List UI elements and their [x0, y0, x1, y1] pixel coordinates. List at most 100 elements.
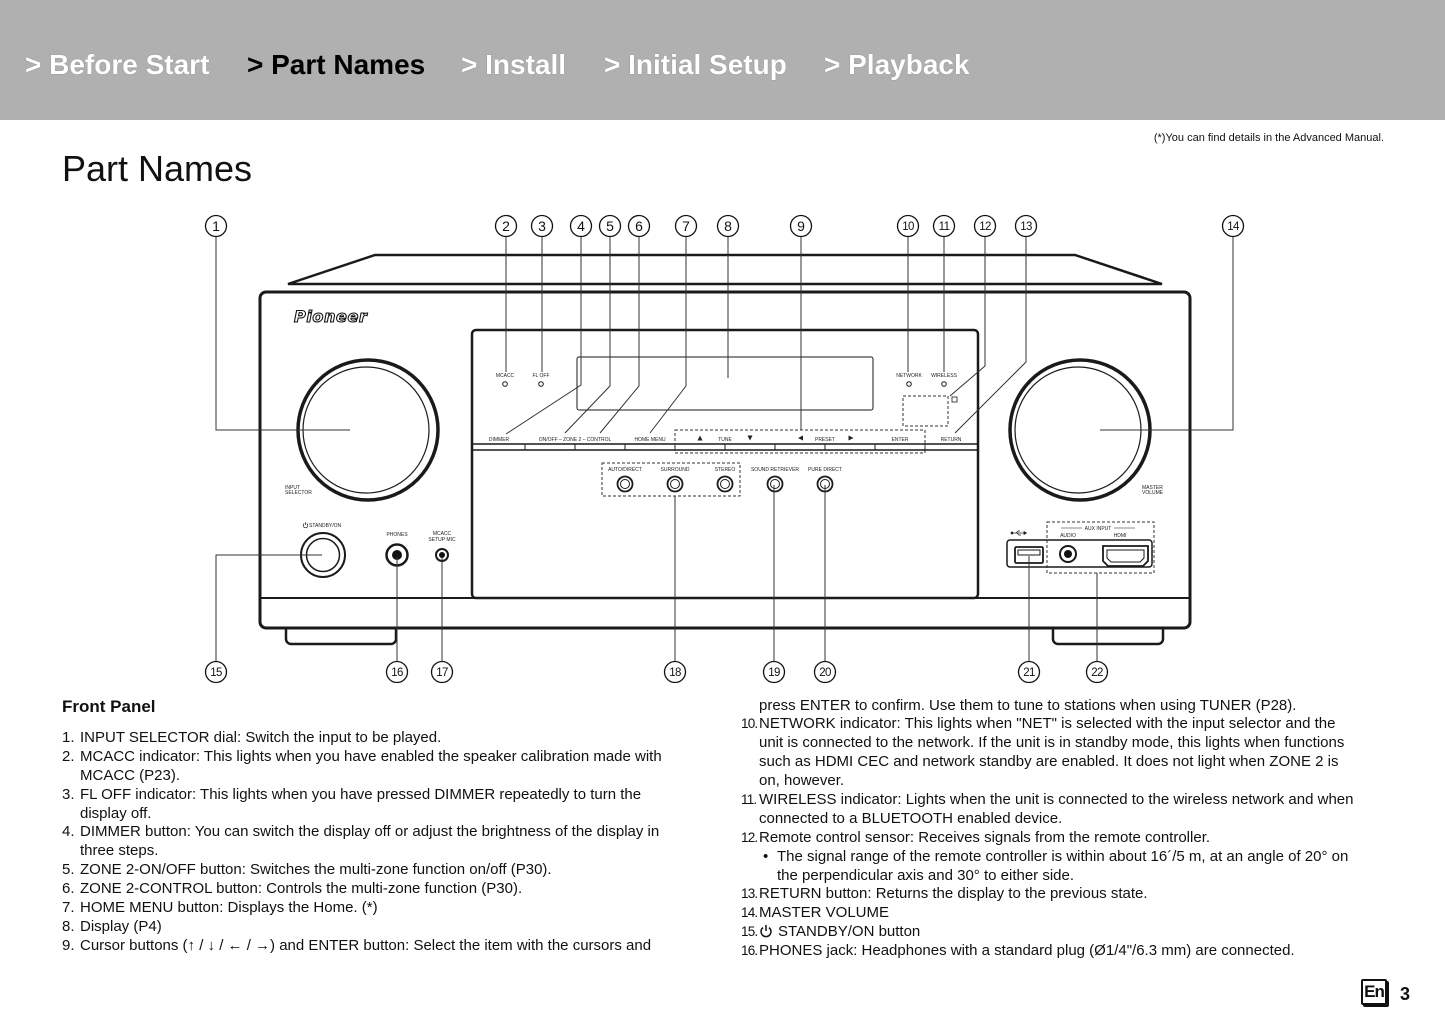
list-item: 10. NETWORK indicator: This lights when …	[741, 715, 1354, 791]
svg-text:21: 21	[1023, 667, 1035, 679]
item-number: 5.	[62, 861, 75, 879]
arrow-right-icon	[848, 435, 854, 441]
bullet: •	[763, 847, 769, 865]
input-selector-label-2: SELECTOR	[285, 490, 312, 496]
leader-13	[954, 237, 1027, 434]
master-volume-label-1: MASTER	[1142, 485, 1163, 491]
bullet-text: The signal range of the remote controlle…	[777, 847, 1349, 865]
item-text: MCACC (P23).	[80, 766, 181, 784]
item-number: 10.	[741, 716, 758, 732]
item-text: DIMMER button: You can switch the displa…	[80, 823, 660, 841]
item-number: 8.	[62, 917, 75, 935]
nav-before-start[interactable]: > Before Start	[25, 49, 210, 80]
power-icon	[760, 925, 772, 938]
nav-playback[interactable]: > Playback	[824, 49, 970, 80]
list-item: 3. FL OFF indicator: This lights when yo…	[62, 786, 662, 824]
page-title: Part Names	[62, 148, 253, 189]
mcacc-label: MCACC	[496, 373, 515, 379]
callout-17: 17	[430, 660, 454, 684]
callout-2: 2	[494, 214, 518, 238]
list-item: 6. ZONE 2-CONTROL button: Controls the m…	[62, 880, 662, 899]
svg-text:19: 19	[768, 667, 780, 679]
callout-3: 3	[530, 214, 554, 238]
item-number: 13.	[741, 886, 758, 902]
item-number: 14.	[741, 905, 758, 921]
hdmi-label: HDMI	[1114, 533, 1127, 539]
receiver-body-group: Pioneer MCACC FL OFF NETWORK WIRELESS	[258, 253, 1192, 646]
item-text: PHONES jack: Headphones with a standard …	[759, 942, 1295, 960]
leader-7	[649, 237, 687, 434]
svg-text:3: 3	[538, 218, 546, 234]
aux-input-label: AUX INPUT	[1085, 526, 1112, 532]
header-bar: > Before Start > Part Names > Install > …	[0, 0, 1445, 120]
mcacc-setup-mic-label-2: SETUP MIC	[428, 537, 456, 543]
pure-direct-label: PURE DIRECT	[808, 467, 842, 473]
list-item: 1. INPUT SELECTOR dial: Switch the input…	[62, 729, 662, 748]
nav-initial-setup[interactable]: > Initial Setup	[604, 49, 787, 80]
svg-text:22: 22	[1091, 667, 1103, 679]
item-number: 15.	[741, 924, 758, 940]
callout-21: 21	[1017, 660, 1041, 684]
svg-text:1: 1	[212, 218, 220, 234]
list-item: 4. DIMMER button: You can switch the dis…	[62, 823, 662, 861]
leader-15	[215, 554, 322, 661]
dimmer-label: DIMMER	[489, 437, 510, 443]
item-number: 4.	[62, 823, 75, 841]
page-number: 3	[1400, 984, 1411, 1004]
list-item: 15. STANDBY/ON button	[741, 923, 1354, 942]
item-text: Display (P4)	[80, 917, 162, 935]
return-label: RETURN	[941, 437, 962, 443]
svg-text:5: 5	[606, 218, 614, 234]
arrow-left-icon	[798, 435, 803, 441]
list-item: 12. Remote control sensor: Receives sign…	[741, 829, 1354, 886]
receiver-top-lid	[287, 253, 1163, 286]
advanced-manual-note: (*)You can find details in the Advanced …	[1153, 132, 1384, 144]
arrow-up-icon	[697, 435, 703, 441]
cursor-buttons-area	[674, 429, 926, 454]
item-text: unit is connected to the network. If the…	[759, 734, 1345, 752]
list-item: 2. MCACC indicator: This lights when you…	[62, 748, 662, 786]
nav-install[interactable]: > Install	[461, 49, 567, 80]
list-item: 14. MASTER VOLUME	[741, 904, 1354, 923]
svg-text:18: 18	[669, 667, 681, 679]
item-number: 6.	[62, 880, 75, 898]
bullet-note: • The signal range of the remote control…	[763, 848, 1348, 886]
svg-text:9: 9	[797, 218, 805, 234]
item-text: WIRELESS indicator: Lights when the unit…	[759, 790, 1354, 808]
receiver-body	[258, 290, 1192, 630]
item-text: INPUT SELECTOR dial: Switch the input to…	[80, 729, 442, 746]
language-badge: En	[1361, 979, 1387, 1005]
display-panel	[470, 328, 980, 600]
sound-mode-buttons-area	[601, 462, 741, 497]
front-panel-list-right: 10. NETWORK indicator: This lights when …	[741, 715, 1354, 961]
wireless-label: WIRELESS	[931, 373, 958, 379]
item-text: Remote control sensor: Receives signals …	[759, 828, 1211, 846]
item-number: 12.	[741, 829, 758, 845]
svg-text:14: 14	[1227, 221, 1240, 233]
callout-19: 19	[762, 660, 786, 684]
leader-14	[1100, 237, 1234, 431]
callout-16: 16	[385, 660, 409, 684]
callout-6: 6	[627, 214, 651, 238]
svg-text:11: 11	[939, 221, 950, 233]
surround-label: SURROUND	[661, 467, 690, 473]
item-9-continuation: press ENTER to confirm. Use them to tune…	[759, 696, 1297, 714]
mcacc-setup-mic-label-1: MCACC	[433, 531, 452, 537]
item-text: FL OFF indicator: This lights when you h…	[80, 785, 642, 803]
svg-text:4: 4	[577, 218, 585, 234]
callout-20: 20	[813, 660, 837, 684]
callout-18: 18	[663, 660, 687, 684]
callout-9: 9	[789, 214, 813, 238]
svg-text:8: 8	[724, 218, 732, 234]
nav-part-names[interactable]: > Part Names	[247, 49, 426, 80]
callout-14: 14	[1221, 214, 1245, 238]
svg-text:7: 7	[682, 218, 690, 234]
item-text: connected to a BLUETOOTH enabled device.	[759, 809, 1063, 827]
item-number: 1.	[62, 729, 75, 746]
preset-label: PRESET	[815, 437, 835, 443]
item-text: HOME MENU button: Displays the Home. (*)	[80, 899, 378, 917]
callout-22: 22	[1085, 660, 1109, 684]
home-menu-label: HOME MENU	[634, 437, 666, 443]
item-number: 2.	[62, 747, 75, 765]
fl-off-label: FL OFF	[532, 373, 549, 379]
